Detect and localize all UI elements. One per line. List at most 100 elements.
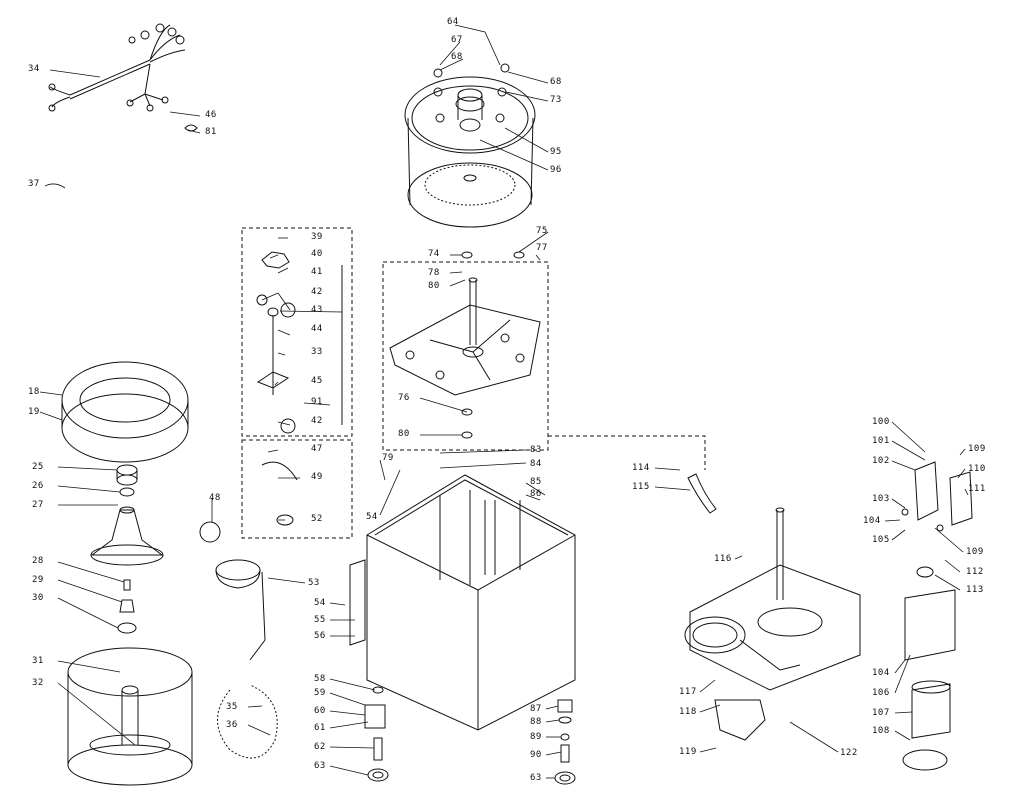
callout-73: 73 bbox=[550, 95, 562, 105]
callout-27: 27 bbox=[32, 500, 44, 510]
callout-117: 117 bbox=[679, 687, 697, 697]
callout-83: 83 bbox=[530, 445, 542, 455]
callout-77: 77 bbox=[536, 243, 548, 253]
callout-107: 107 bbox=[872, 708, 890, 718]
callout-45: 45 bbox=[311, 376, 323, 386]
callout-53: 53 bbox=[308, 578, 320, 588]
callout-19: 19 bbox=[28, 407, 40, 417]
callout-79: 79 bbox=[382, 453, 394, 463]
callout-43: 43 bbox=[311, 305, 323, 315]
callout-102: 102 bbox=[872, 456, 890, 466]
callout-89: 89 bbox=[530, 732, 542, 742]
connector-line bbox=[548, 435, 706, 470]
callout-110: 110 bbox=[968, 464, 986, 474]
callout-112: 112 bbox=[966, 567, 984, 577]
callout-111: 111 bbox=[968, 484, 986, 494]
callout-74: 74 bbox=[428, 249, 440, 259]
callout-104: 104 bbox=[863, 516, 881, 526]
callout-42: 42 bbox=[311, 416, 323, 426]
callout-67: 67 bbox=[451, 35, 463, 45]
callout-36: 36 bbox=[226, 720, 238, 730]
callout-49: 49 bbox=[311, 472, 323, 482]
callout-52: 52 bbox=[311, 514, 323, 524]
callout-115: 115 bbox=[632, 482, 650, 492]
callout-30: 30 bbox=[32, 593, 44, 603]
callout-119: 119 bbox=[679, 747, 697, 757]
callout-55: 55 bbox=[314, 615, 326, 625]
callout-81: 81 bbox=[205, 127, 217, 137]
inner-basket bbox=[67, 647, 193, 786]
mounting-plate bbox=[382, 251, 549, 451]
callout-47: 47 bbox=[311, 444, 323, 454]
callout-63: 63 bbox=[530, 773, 542, 783]
valve-assembly bbox=[364, 686, 389, 782]
callout-60: 60 bbox=[314, 706, 326, 716]
callout-31: 31 bbox=[32, 656, 44, 666]
callout-116: 116 bbox=[714, 554, 732, 564]
callout-56: 56 bbox=[314, 631, 326, 641]
callout-32: 32 bbox=[32, 678, 44, 688]
callout-80: 80 bbox=[428, 281, 440, 291]
callout-42: 42 bbox=[311, 287, 323, 297]
wire-loop bbox=[217, 684, 278, 759]
callout-33: 33 bbox=[311, 347, 323, 357]
callout-64: 64 bbox=[447, 17, 459, 27]
callout-41: 41 bbox=[311, 267, 323, 277]
callout-34: 34 bbox=[28, 64, 40, 74]
callout-88: 88 bbox=[530, 717, 542, 727]
callout-96: 96 bbox=[550, 165, 562, 175]
callout-101: 101 bbox=[872, 436, 890, 446]
callout-103: 103 bbox=[872, 494, 890, 504]
callout-76: 76 bbox=[398, 393, 410, 403]
callout-85: 85 bbox=[530, 477, 542, 487]
callout-54: 54 bbox=[366, 512, 378, 522]
callout-61: 61 bbox=[314, 723, 326, 733]
callout-105: 105 bbox=[872, 535, 890, 545]
callout-26: 26 bbox=[32, 481, 44, 491]
callout-109: 109 bbox=[968, 444, 986, 454]
callout-28: 28 bbox=[32, 556, 44, 566]
callout-44: 44 bbox=[311, 324, 323, 334]
callout-62: 62 bbox=[314, 742, 326, 752]
callout-63: 63 bbox=[314, 761, 326, 771]
callout-29: 29 bbox=[32, 575, 44, 585]
transmission bbox=[684, 473, 861, 741]
outer-tub-assembly bbox=[404, 63, 536, 228]
drain-hose bbox=[199, 521, 266, 661]
callout-59: 59 bbox=[314, 688, 326, 698]
callout-35: 35 bbox=[226, 702, 238, 712]
callout-114: 114 bbox=[632, 463, 650, 473]
callout-118: 118 bbox=[679, 707, 697, 717]
callout-54: 54 bbox=[314, 598, 326, 608]
callout-113: 113 bbox=[966, 585, 984, 595]
leveling-leg bbox=[554, 699, 576, 785]
callout-90: 90 bbox=[530, 750, 542, 760]
callout-18: 18 bbox=[28, 387, 40, 397]
callout-39: 39 bbox=[311, 232, 323, 242]
callout-40: 40 bbox=[311, 249, 323, 259]
callout-95: 95 bbox=[550, 147, 562, 157]
brake-brackets bbox=[901, 461, 973, 771]
cabinet bbox=[349, 474, 576, 731]
callout-100: 100 bbox=[872, 417, 890, 427]
callout-80: 80 bbox=[398, 429, 410, 439]
callout-68: 68 bbox=[451, 52, 463, 62]
agitator bbox=[90, 464, 164, 634]
callout-106: 106 bbox=[872, 688, 890, 698]
callout-78: 78 bbox=[428, 268, 440, 278]
callout-58: 58 bbox=[314, 674, 326, 684]
callout-68: 68 bbox=[550, 77, 562, 87]
callout-91: 91 bbox=[311, 397, 323, 407]
callout-84: 84 bbox=[530, 459, 542, 469]
wiring-harness bbox=[48, 23, 198, 132]
tub-ring bbox=[61, 361, 189, 463]
callout-104: 104 bbox=[872, 668, 890, 678]
callout-48: 48 bbox=[209, 493, 221, 503]
callout-108: 108 bbox=[872, 726, 890, 736]
callout-87: 87 bbox=[530, 704, 542, 714]
callout-46: 46 bbox=[205, 110, 217, 120]
callout-37: 37 bbox=[28, 179, 40, 189]
callout-109: 109 bbox=[966, 547, 984, 557]
